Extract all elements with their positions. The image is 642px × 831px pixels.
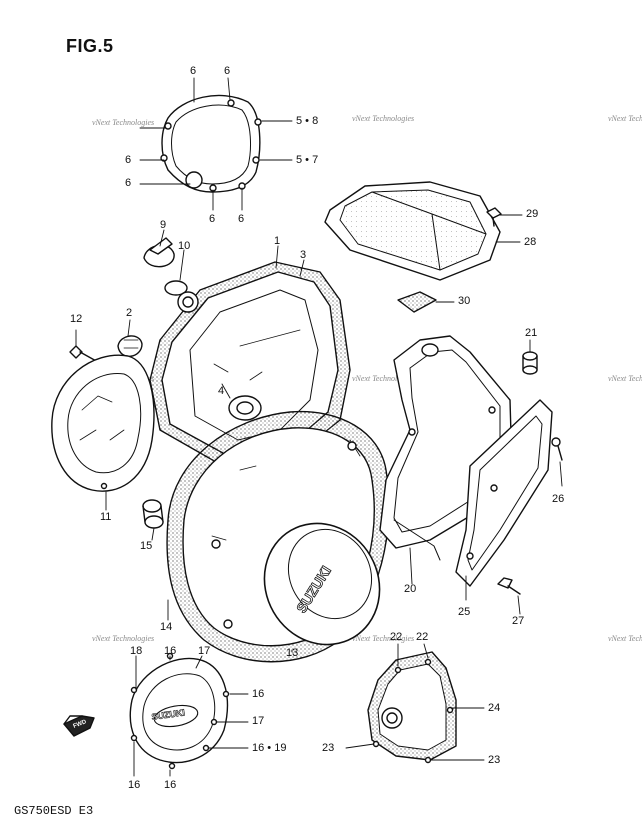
callout-label: 6 bbox=[224, 65, 231, 77]
callout-label: 20 bbox=[404, 583, 417, 595]
cap-part-9 bbox=[143, 237, 175, 268]
callout-label: 26 bbox=[552, 493, 565, 505]
callout-label: 25 bbox=[458, 606, 471, 618]
callout-label: 21 bbox=[525, 327, 538, 339]
leader-lines bbox=[75, 77, 563, 777]
callout-label: 16 bbox=[252, 688, 265, 700]
callout-label: 23 bbox=[488, 754, 501, 766]
bolt-part-27 bbox=[497, 577, 521, 595]
fwd-arrow-icon bbox=[63, 715, 95, 737]
callout-label: 23 bbox=[322, 742, 335, 754]
watermark-text: vNext Technologies bbox=[352, 114, 415, 123]
bolt-part-29 bbox=[486, 207, 502, 227]
generator-cover-part-13 bbox=[166, 410, 390, 663]
callout-label: 15 bbox=[140, 540, 153, 552]
watermark-text: vNext Technologies bbox=[92, 118, 155, 127]
figure-title: FIG.5 bbox=[66, 36, 114, 56]
signal-cover-logo: SUZUKI bbox=[151, 707, 186, 722]
callout-label: 3 bbox=[300, 249, 307, 261]
callout-label: 18 bbox=[130, 645, 143, 657]
callout-label: 30 bbox=[458, 295, 471, 307]
fwd-marking: FWD bbox=[73, 719, 89, 730]
cover-part-24 bbox=[367, 651, 457, 764]
callout-label: 29 bbox=[526, 208, 539, 220]
svg-text:FWD: FWD bbox=[73, 719, 89, 730]
callout-label: 27 bbox=[512, 615, 525, 627]
watermark-text: vNext Technologies bbox=[608, 374, 642, 383]
callout-label: 4 bbox=[218, 385, 225, 397]
callout-label: 6 bbox=[209, 213, 216, 225]
callout-label: 17 bbox=[252, 715, 265, 727]
callout-label: 17 bbox=[198, 645, 211, 657]
callout-label: 10 bbox=[178, 240, 191, 252]
watermark-text: vNext Technologies bbox=[608, 634, 642, 643]
plug-part-2 bbox=[117, 335, 143, 357]
plate-part-25 bbox=[455, 399, 553, 587]
callout-label: 22 bbox=[390, 631, 403, 643]
callout-label: 13 bbox=[286, 647, 299, 659]
callout-label: 24 bbox=[488, 702, 501, 714]
watermark-text: vNext Technologies bbox=[92, 634, 155, 643]
bolt-part-12 bbox=[69, 345, 99, 363]
callout-label: 5 • 8 bbox=[296, 115, 319, 127]
watermark-text: vNext Technologies bbox=[352, 374, 415, 383]
callout-label: 5 • 7 bbox=[296, 154, 319, 166]
bushing-part-15 bbox=[142, 499, 164, 529]
callout-label: 16 • 19 bbox=[252, 742, 287, 754]
callout-label: 6 bbox=[238, 213, 245, 225]
o-ring-part-10 bbox=[164, 280, 188, 296]
callout-label: 1 bbox=[274, 235, 281, 247]
callout-label: 11 bbox=[100, 511, 112, 523]
callout-label: 6 bbox=[125, 177, 132, 189]
svg-text:SUZUKI: SUZUKI bbox=[151, 707, 186, 722]
callout-label: 28 bbox=[524, 236, 537, 248]
callout-label: 14 bbox=[160, 621, 173, 633]
callout-label: 16 bbox=[128, 779, 141, 791]
watermark-text: vNext Technologies bbox=[608, 114, 642, 123]
callout-label: 2 bbox=[126, 307, 133, 319]
callout-label: 9 bbox=[160, 219, 167, 231]
pad-part-30 bbox=[397, 291, 437, 313]
watermark-text: vNext Technologies bbox=[352, 634, 415, 643]
callout-label: 6 bbox=[125, 154, 132, 166]
screw-part-26 bbox=[551, 437, 563, 461]
callout-label: 22 bbox=[416, 631, 429, 643]
callout-label: 16 bbox=[164, 645, 177, 657]
housing-part-11 bbox=[51, 354, 155, 492]
callout-label: 12 bbox=[70, 313, 83, 325]
callout-label: 16 bbox=[164, 779, 177, 791]
collar-part-21 bbox=[522, 351, 538, 375]
cover-part-28 bbox=[324, 181, 501, 281]
model-code: GS750ESD E3 bbox=[14, 804, 94, 818]
callout-label: 6 bbox=[190, 65, 197, 77]
inner-cover-part-5 bbox=[160, 94, 262, 193]
